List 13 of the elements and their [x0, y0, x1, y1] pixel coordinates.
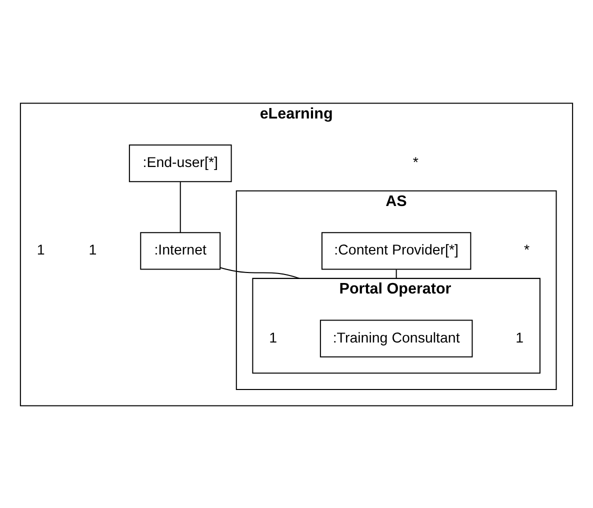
label: 1	[516, 330, 524, 346]
label: 1	[269, 330, 278, 346]
node-box: :Internet	[140, 232, 221, 270]
node-box: :Training Consultant	[320, 319, 473, 357]
label: *	[524, 242, 530, 258]
connector	[220, 266, 300, 278]
connector	[180, 182, 181, 232]
connector	[396, 269, 397, 278]
label: 1	[88, 242, 97, 258]
node-box: :End-user[*]	[128, 144, 232, 182]
label: 1	[36, 242, 45, 258]
node-box: :Content Provider[*]	[321, 232, 472, 270]
label: *	[412, 154, 418, 171]
